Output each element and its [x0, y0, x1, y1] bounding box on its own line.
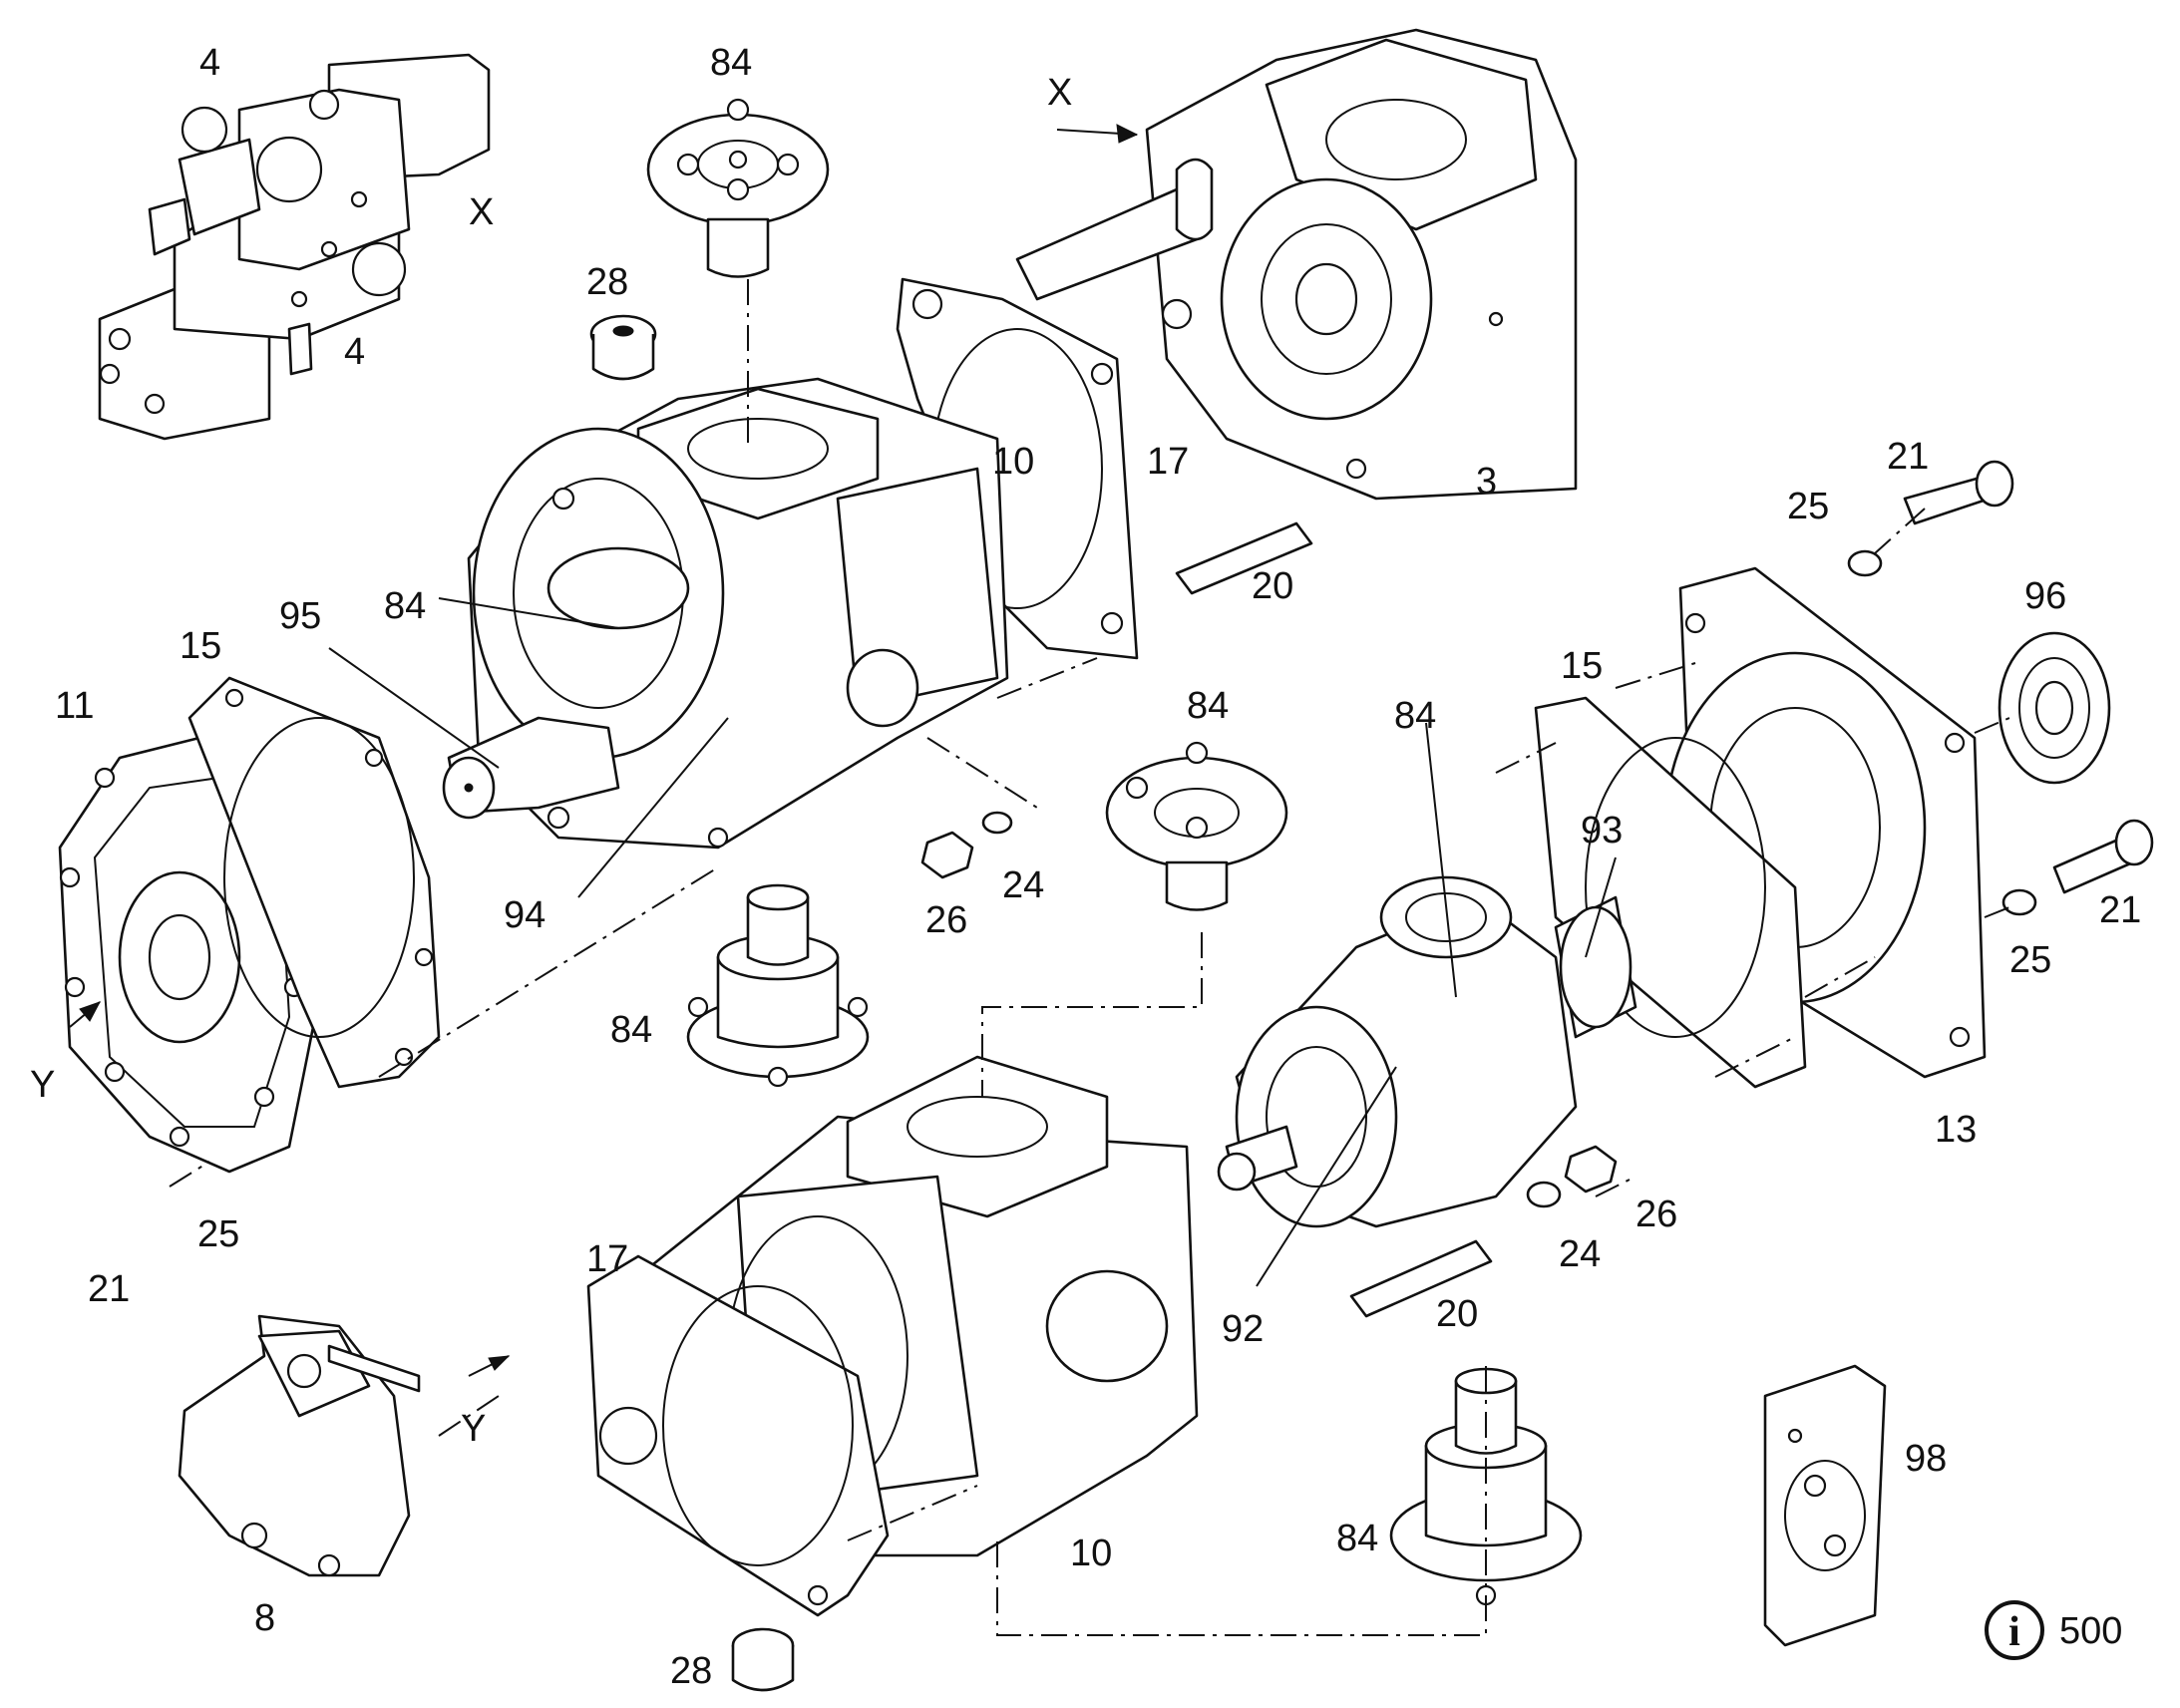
washer-part-24-upper[interactable]: [981, 811, 1013, 835]
gasket-part-10-top[interactable]: [896, 277, 1139, 660]
housing-part-3[interactable]: [1015, 28, 1578, 501]
gasket-part-15-left[interactable]: [187, 676, 441, 1089]
label-25-upper-right: 25: [1787, 486, 1829, 527]
label-17-top: 17: [1147, 441, 1189, 483]
washer-part-24-lower[interactable]: [1526, 1181, 1562, 1208]
label-84-right: 84: [1394, 695, 1436, 737]
label-25-lower-right: 25: [2009, 939, 2051, 981]
label-y-right: Y: [461, 1408, 486, 1450]
cover-part-84-middle[interactable]: [1105, 741, 1288, 911]
shaft-part-95[interactable]: [442, 716, 620, 820]
cover-part-8[interactable]: [178, 1314, 421, 1577]
cover-part-84-top[interactable]: [646, 98, 830, 278]
nut-part-26-lower[interactable]: [1564, 1145, 1618, 1194]
plug-part-28-top[interactable]: [589, 314, 657, 381]
label-95: 95: [279, 595, 321, 637]
control-valve-part-4[interactable]: [98, 53, 491, 441]
nut-part-26-upper[interactable]: [920, 831, 974, 879]
label-26-lower: 26: [1635, 1194, 1677, 1235]
label-25-left: 25: [197, 1213, 239, 1255]
washer-part-25-lower-right[interactable]: [2001, 888, 2037, 916]
bolt-part-21-upper-right[interactable]: [1903, 460, 2014, 525]
bolt-part-21-lower-right[interactable]: [2052, 819, 2154, 894]
label-500: 500: [2059, 1610, 2122, 1652]
label-15-right: 15: [1561, 645, 1603, 687]
leader-lines: [69, 129, 2010, 1636]
info-icon: [1985, 1600, 2044, 1660]
plug-part-28-lower[interactable]: [731, 1627, 795, 1692]
washer-part-25-upper-right[interactable]: [1847, 549, 1883, 577]
info-icon-glyph: i: [2008, 1609, 2020, 1655]
info-note: i 500: [1985, 1600, 2122, 1660]
label-20-top: 20: [1252, 565, 1293, 607]
label-x-right: X: [1047, 72, 1072, 114]
label-92: 92: [1222, 1308, 1264, 1350]
label-98: 98: [1905, 1438, 1947, 1480]
label-20-lower: 20: [1436, 1293, 1478, 1335]
label-84-center: 84: [1187, 685, 1229, 727]
gasket-part-17-lower[interactable]: [586, 1254, 890, 1617]
stud-part-20-lower[interactable]: [1349, 1239, 1493, 1318]
label-11: 11: [55, 685, 94, 727]
label-94: 94: [504, 894, 545, 936]
label-21-lower-right: 21: [2099, 889, 2141, 931]
seal-part-96[interactable]: [1998, 631, 2111, 785]
seal-kit-part-98[interactable]: [1763, 1364, 1887, 1647]
part-labels: 4 4 X 84 28 X 10 17 3 20 84 95 15 11 94 …: [30, 42, 2141, 1692]
label-10-top: 10: [992, 441, 1034, 483]
label-84-upper-left: 84: [384, 585, 426, 627]
label-21-upper-right: 21: [1887, 436, 1929, 478]
label-84-lower-right: 84: [1336, 1518, 1378, 1559]
label-8: 8: [254, 1597, 275, 1639]
label-15-left: 15: [180, 625, 221, 667]
label-24-upper: 24: [1002, 864, 1044, 906]
cover-part-84-lower-left[interactable]: [686, 883, 870, 1088]
arrows: [79, 124, 1139, 1371]
label-26-upper: 26: [925, 899, 967, 941]
label-28-lower: 28: [670, 1650, 712, 1692]
label-21-left: 21: [88, 1268, 130, 1310]
label-28-top: 28: [586, 261, 628, 303]
label-x-left: X: [469, 191, 494, 233]
label-96: 96: [2024, 575, 2066, 617]
label-4-bottom: 4: [344, 331, 365, 373]
label-10-lower: 10: [1070, 1533, 1112, 1574]
rotary-group-part-92[interactable]: [1217, 875, 1637, 1228]
label-13: 13: [1935, 1109, 1977, 1151]
gasket-part-15-right[interactable]: [1534, 696, 1807, 1089]
label-4-top: 4: [199, 42, 220, 84]
label-93: 93: [1581, 810, 1623, 852]
label-17-lower: 17: [586, 1238, 628, 1280]
label-3: 3: [1476, 461, 1497, 503]
stud-part-20-upper[interactable]: [1175, 521, 1313, 595]
label-84-top: 84: [710, 42, 752, 84]
label-y-left: Y: [30, 1064, 55, 1106]
label-24-lower: 24: [1559, 1233, 1601, 1275]
label-84-lower-left: 84: [610, 1009, 652, 1051]
